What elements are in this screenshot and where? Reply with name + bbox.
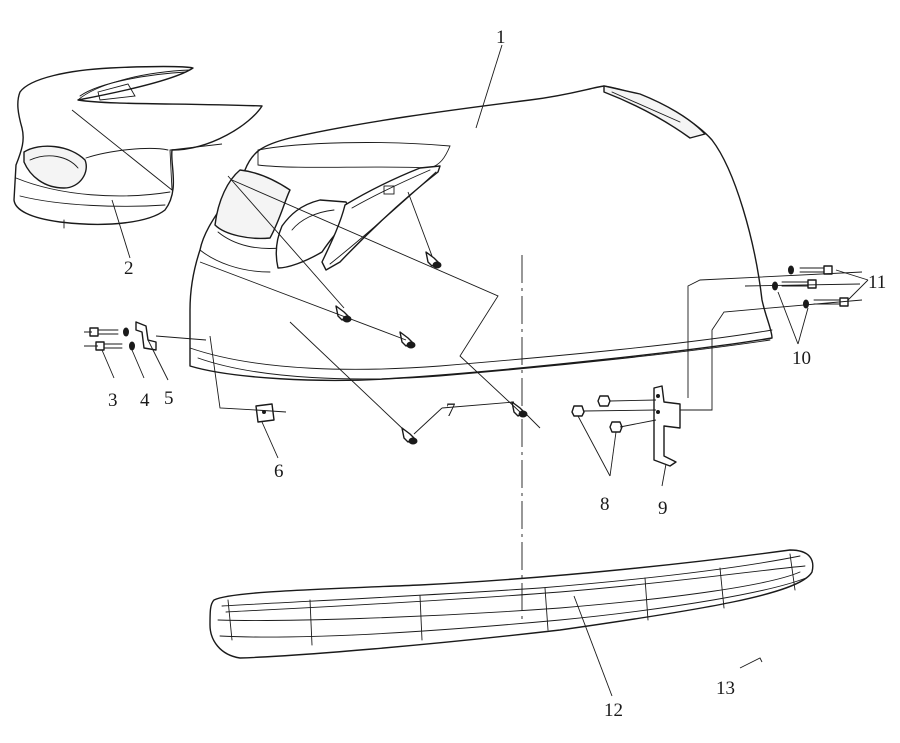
callout-5: 5 bbox=[164, 388, 174, 409]
callout-6: 6 bbox=[274, 461, 284, 482]
callout-11: 11 bbox=[868, 272, 886, 293]
bolt-3 bbox=[89, 327, 123, 351]
callout-2: 2 bbox=[124, 258, 134, 279]
washer-10 bbox=[772, 265, 809, 309]
screw-7a bbox=[425, 251, 442, 269]
screw-7d bbox=[401, 427, 418, 445]
bracket-9 bbox=[653, 385, 681, 467]
leader-lines bbox=[71, 44, 869, 697]
screw-7e bbox=[511, 401, 528, 418]
callout-13: 13 bbox=[716, 678, 735, 699]
top-cowling bbox=[189, 85, 773, 382]
callout-4: 4 bbox=[140, 390, 150, 411]
washer-4 bbox=[123, 327, 135, 351]
callout-labels: 1 2 3 4 5 6 7 8 9 10 11 12 13 bbox=[108, 27, 886, 721]
screw-7c bbox=[399, 331, 416, 349]
nut-8 bbox=[571, 395, 623, 433]
front-cowl-cover bbox=[13, 65, 263, 229]
callout-8: 8 bbox=[600, 494, 610, 515]
callout-3: 3 bbox=[108, 390, 118, 411]
bracket-5 bbox=[135, 321, 157, 351]
callout-7: 7 bbox=[446, 400, 456, 421]
callout-1: 1 bbox=[496, 27, 506, 48]
callout-10: 10 bbox=[792, 348, 811, 369]
clip-6 bbox=[255, 403, 275, 423]
lower-seal bbox=[209, 549, 814, 659]
callout-12: 12 bbox=[604, 700, 623, 721]
callout-9: 9 bbox=[658, 498, 668, 519]
